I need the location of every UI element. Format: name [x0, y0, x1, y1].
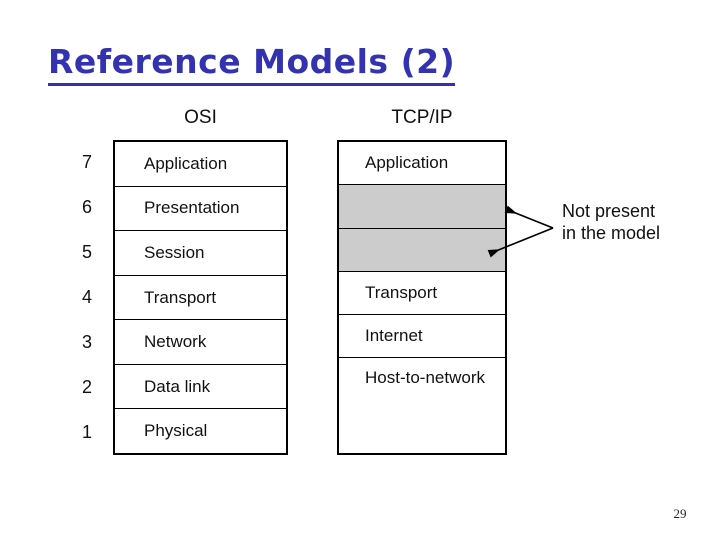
tcpip-stack: Application Transport Internet Host-to-n…: [337, 140, 507, 455]
osi-layer-numbers: 7 6 5 4 3 2 1: [72, 140, 102, 455]
osi-layer-number-5: 5: [81, 242, 92, 262]
slide-title: Reference Models (2): [48, 43, 456, 87]
page-number: 29: [673, 506, 687, 521]
osi-layer-network: Network: [115, 320, 286, 365]
osi-layer-number-1: 1: [81, 422, 92, 442]
tcpip-column-header: TCP/IP: [391, 107, 453, 128]
osi-layer-number-3: 3: [81, 332, 92, 352]
not-present-annotation-line2: in the model: [562, 223, 661, 243]
tcpip-layer-application: Application: [339, 142, 505, 186]
tcpip-layer-transport: Transport: [339, 272, 505, 316]
not-present-annotation: Not present in the model: [562, 200, 660, 244]
osi-layer-physical: Physical: [144, 421, 208, 441]
tcpip-layer-host-to-network: Host-to-network: [365, 368, 485, 388]
not-present-annotation-line1: Not present: [562, 201, 656, 221]
osi-layer-session: Session: [115, 231, 286, 276]
slide-title-text: Reference Models (2): [48, 43, 456, 87]
osi-layer-transport: Transport: [115, 276, 286, 321]
tcpip-layer-internet: Internet: [339, 315, 505, 359]
osi-layer-number-7: 7: [81, 152, 92, 172]
osi-layer-number-4: 4: [81, 287, 92, 307]
osi-stack: Application Presentation Session Transpo…: [113, 140, 288, 455]
tcpip-missing-layer-upper: [339, 185, 505, 229]
osi-layer-number-2: 2: [81, 377, 92, 397]
osi-layer-application: Application: [115, 142, 286, 187]
osi-layer-number-6: 6: [81, 197, 92, 217]
osi-column-header: OSI: [184, 107, 217, 128]
osi-layer-data-link: Data link: [115, 365, 286, 410]
tcpip-missing-layer-lower: [339, 228, 505, 272]
osi-layer-presentation: Presentation: [115, 187, 286, 232]
